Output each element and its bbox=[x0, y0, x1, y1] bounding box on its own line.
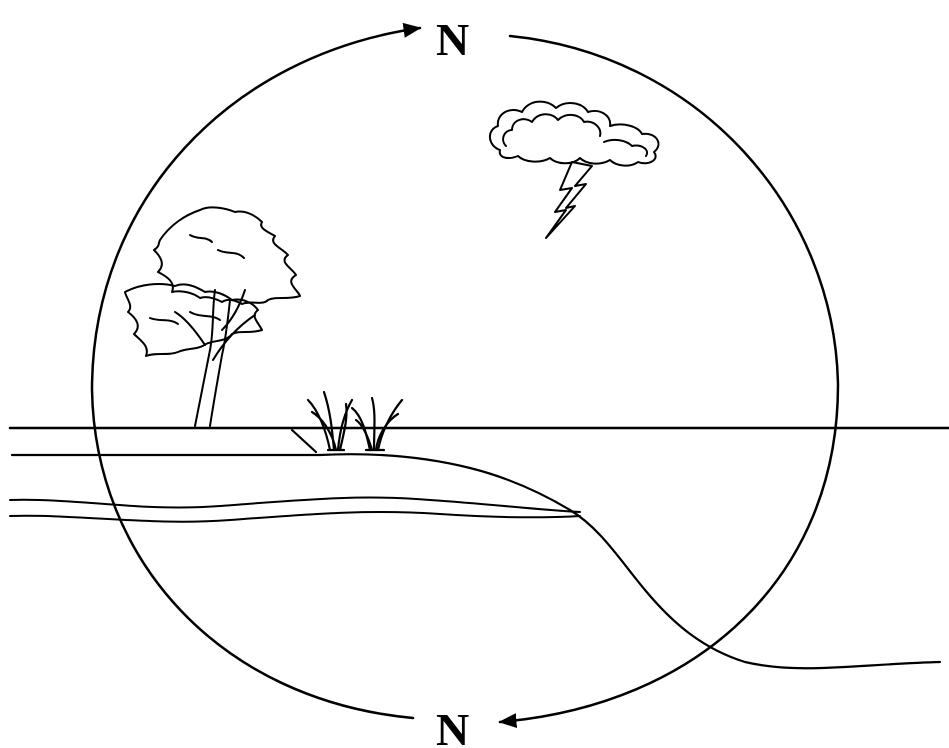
tree-icon bbox=[125, 207, 300, 426]
water-surface-line bbox=[12, 454, 940, 668]
water-wave-lower bbox=[10, 512, 580, 522]
storm-cloud-icon bbox=[490, 102, 659, 166]
cycle-arrow-right bbox=[500, 36, 838, 722]
cycle-arrow-left bbox=[92, 28, 420, 718]
marsh-grass-icon bbox=[292, 392, 402, 452]
lightning-bolt-icon bbox=[546, 162, 592, 238]
top-n-label: N bbox=[436, 14, 469, 65]
water-wave-upper bbox=[10, 498, 580, 512]
bottom-n-label: N bbox=[436, 704, 469, 748]
